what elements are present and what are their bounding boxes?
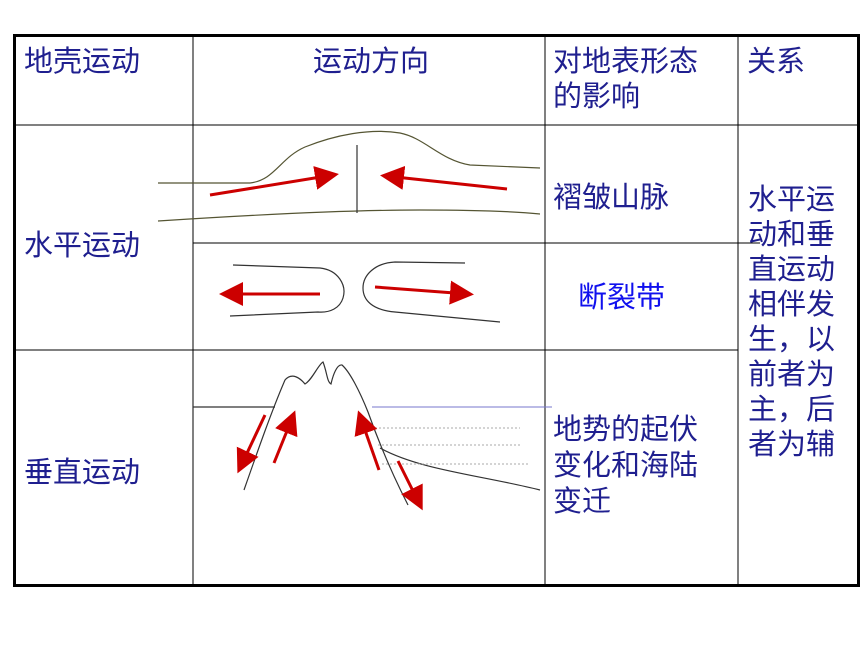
- arrow-left: [380, 165, 508, 191]
- arrow-right: [374, 280, 474, 305]
- effect-vertical-line3: 变迁: [553, 484, 612, 518]
- arrow-up: [272, 410, 298, 464]
- header-effect-line1: 对地表形态: [553, 44, 699, 78]
- effect-vertical-line1: 地势的起伏: [553, 412, 699, 446]
- fold-mountain-diagram: [157, 130, 541, 222]
- header-effect-line2: 的影响: [553, 79, 641, 113]
- row-label-vertical: 垂直运动: [24, 455, 141, 489]
- header-direction: 运动方向: [313, 44, 430, 78]
- effect-fault-zone: 断裂带: [578, 280, 666, 314]
- arrow-down: [396, 460, 423, 511]
- effect-vertical-line2: 变化和海陆: [553, 448, 699, 482]
- relation-text: 水平运动和垂直运动相伴发生，以前者为主，后者为辅: [748, 182, 836, 461]
- row-label-horizontal: 水平运动: [24, 228, 141, 262]
- header-relation: 关系: [747, 44, 806, 78]
- table-border: [13, 34, 860, 587]
- fault-diagram: [219, 261, 501, 323]
- mountain-sea-diagram: [193, 361, 552, 511]
- arrow-up: [354, 410, 381, 471]
- header-movement: 地壳运动: [24, 44, 141, 78]
- arrow-right: [209, 166, 339, 197]
- arrow-down: [236, 414, 267, 474]
- effect-fold-mountain: 褶皱山脉: [553, 180, 670, 214]
